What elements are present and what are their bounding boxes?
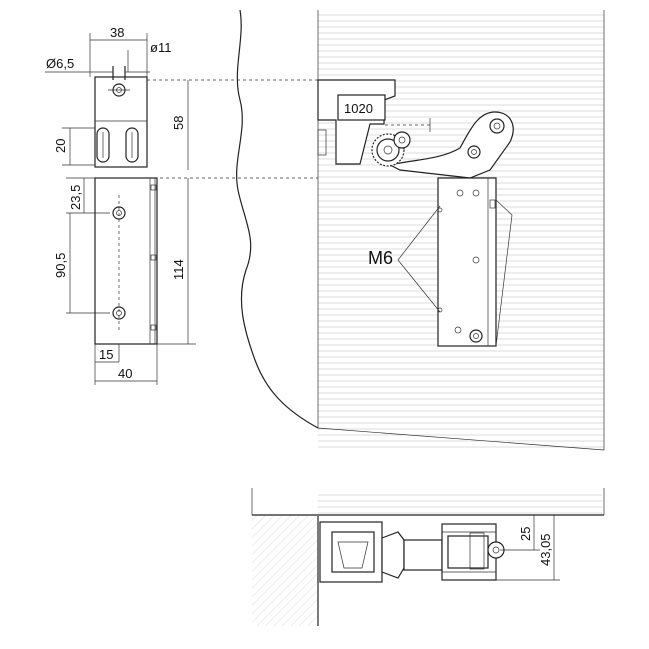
- door-panel-break-line: [236, 9, 319, 429]
- label-43-05: 43,05: [538, 533, 553, 566]
- dimension-90-5: 90,5: [53, 213, 110, 314]
- hinge-mounting-plate: [437, 177, 513, 347]
- label-25: 25: [518, 527, 533, 541]
- hinge-roller: [371, 131, 411, 167]
- dimension-diameters: Ø6,5 ø11: [45, 40, 171, 73]
- hinge-arm: [388, 111, 514, 179]
- label-m6: M6: [368, 248, 393, 268]
- dimension-114: 114: [157, 178, 196, 345]
- label-90-5: 90,5: [53, 253, 68, 278]
- label-23-5: 23,5: [68, 185, 83, 210]
- m6-callout: M6: [368, 205, 441, 313]
- upper-bracket: [94, 66, 148, 168]
- label-1020: 1020: [344, 101, 373, 116]
- bottom-view-panel: [251, 488, 605, 626]
- bottom-view-hinge: [319, 521, 505, 583]
- dimension-20: 20: [53, 127, 95, 166]
- label-15: 15: [99, 347, 113, 362]
- label-114: 114: [171, 259, 186, 280]
- label-38: 38: [110, 25, 124, 40]
- label-40: 40: [118, 366, 132, 381]
- dimension-25-43: 25 43,05: [496, 515, 560, 581]
- lower-mounting-plate: [94, 177, 158, 345]
- label-dia-6-5: Ø6,5: [46, 56, 74, 71]
- dimension-23-5: 23,5: [66, 177, 110, 214]
- hinge-top-bracket: 1020: [317, 79, 431, 165]
- dimension-58: 58: [147, 79, 318, 179]
- label-58: 58: [171, 116, 186, 130]
- dimension-38: 38: [89, 25, 148, 77]
- label-dia-11: ø11: [150, 40, 171, 55]
- label-20: 20: [53, 139, 68, 153]
- dimension-15-40: 15 40: [94, 344, 158, 385]
